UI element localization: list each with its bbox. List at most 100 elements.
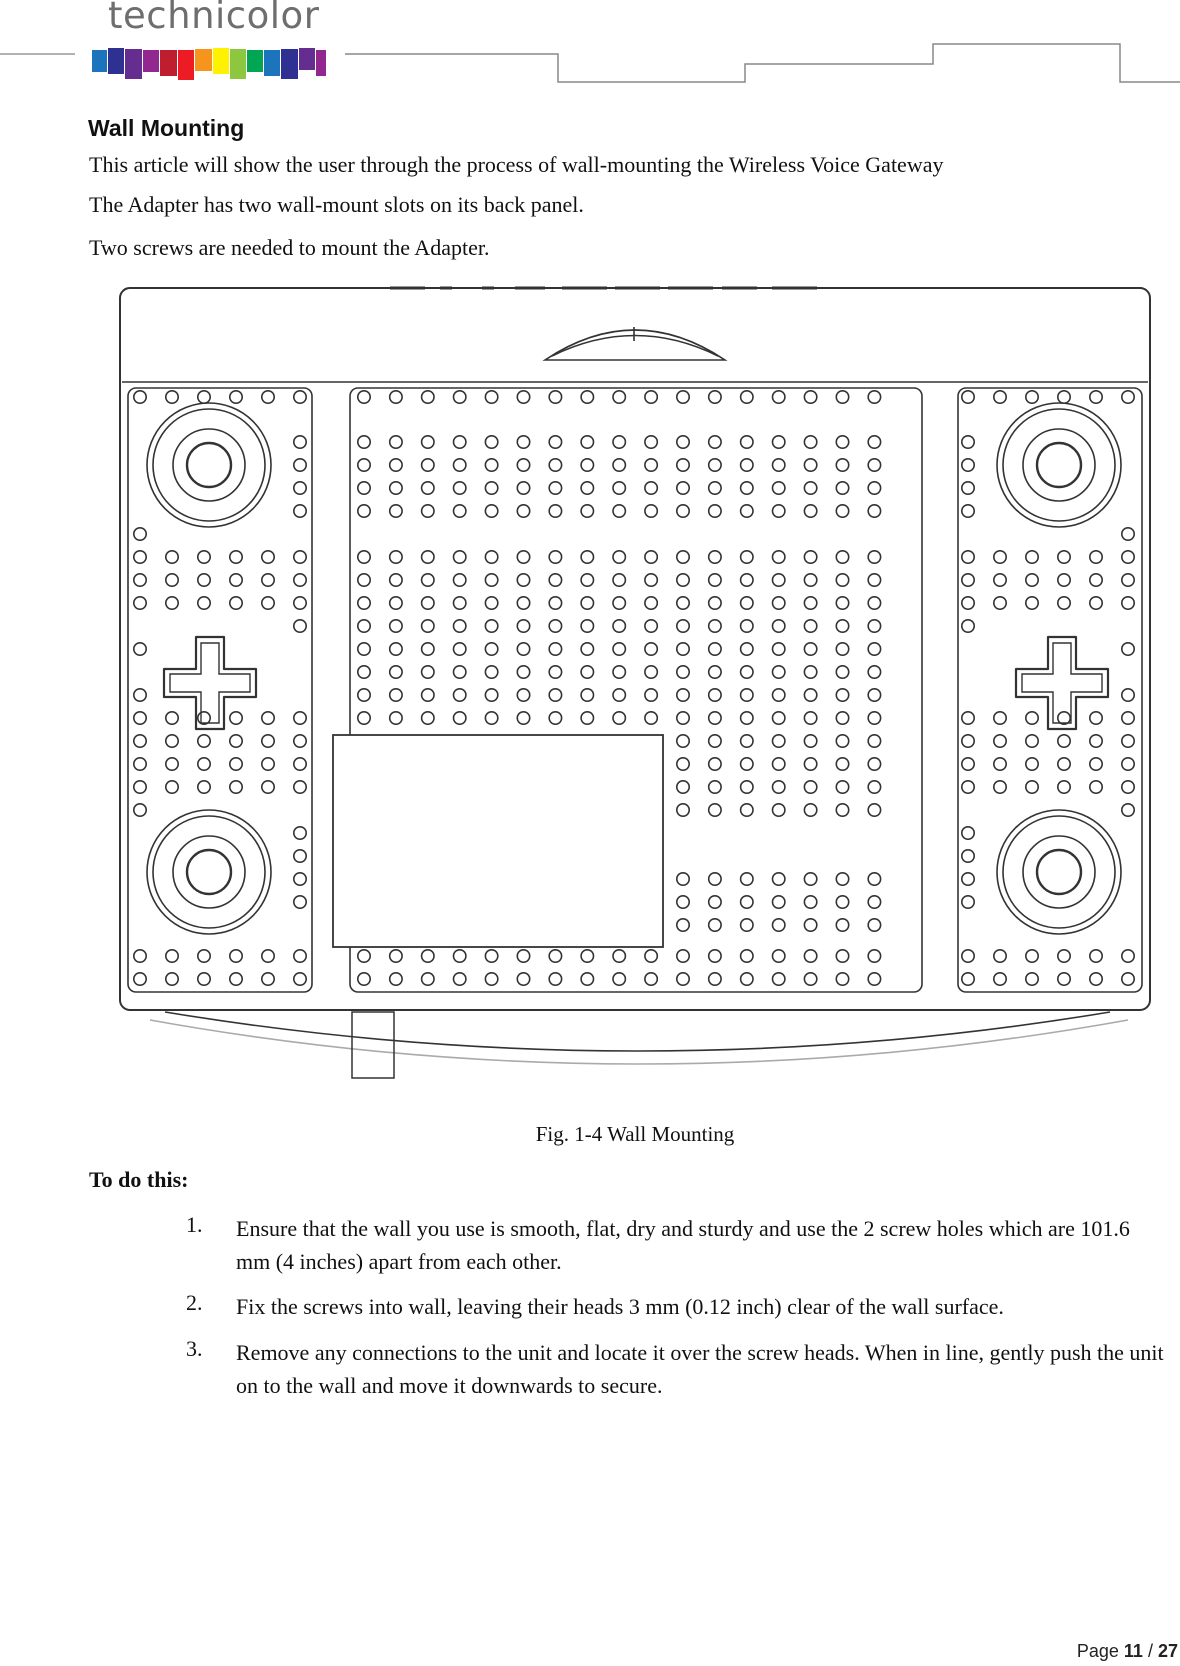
vent-hole [580, 434, 595, 449]
vent-hole [771, 503, 786, 518]
vent-hole [992, 595, 1007, 610]
vent-hole [1121, 641, 1136, 656]
vent-hole [165, 595, 180, 610]
vent-hole [867, 480, 882, 495]
vent-hole [292, 971, 307, 986]
vent-hole [356, 664, 371, 679]
vent-hole [420, 948, 435, 963]
vent-hole [197, 389, 212, 404]
technicolor-logo-mark [92, 48, 326, 80]
vent-hole [229, 572, 244, 587]
vent-hole [292, 389, 307, 404]
vent-hole [452, 480, 467, 495]
vent-hole [960, 457, 975, 472]
vent-hole [516, 710, 531, 725]
vent-hole [484, 595, 499, 610]
vent-hole [739, 871, 754, 886]
vent-hole [644, 948, 659, 963]
vent-hole [484, 549, 499, 564]
vent-hole [835, 389, 850, 404]
vent-hole [197, 756, 212, 771]
vent-hole [292, 549, 307, 564]
vent-hole [133, 756, 148, 771]
vent-hole [612, 457, 627, 472]
vent-hole [771, 733, 786, 748]
vent-hole [960, 503, 975, 518]
vent-hole [484, 434, 499, 449]
vent-hole [675, 480, 690, 495]
vent-hole [1057, 710, 1072, 725]
vent-hole [992, 572, 1007, 587]
vent-hole [452, 641, 467, 656]
vent-hole [580, 503, 595, 518]
vent-hole [992, 779, 1007, 794]
vent-hole [197, 733, 212, 748]
vent-hole [803, 779, 818, 794]
vent-hole [260, 948, 275, 963]
vent-hole [707, 503, 722, 518]
vent-hole [229, 595, 244, 610]
vent-hole [388, 618, 403, 633]
vent-hole [1057, 595, 1072, 610]
vent-hole [771, 948, 786, 963]
vent-hole [960, 871, 975, 886]
vent-hole [133, 526, 148, 541]
vent-hole [803, 733, 818, 748]
vent-hole [960, 389, 975, 404]
vent-hole [612, 971, 627, 986]
wall-mount-slot [1014, 635, 1110, 731]
vent-hole [644, 641, 659, 656]
vent-hole [739, 618, 754, 633]
vent-hole [675, 664, 690, 679]
vent-hole [388, 641, 403, 656]
vent-hole [960, 779, 975, 794]
vent-hole [229, 733, 244, 748]
vent-hole [197, 710, 212, 725]
vent-hole [133, 779, 148, 794]
vent-hole [707, 710, 722, 725]
vent-hole [420, 457, 435, 472]
vent-hole [484, 971, 499, 986]
vent-hole [1025, 572, 1040, 587]
vent-hole [197, 572, 212, 587]
vent-hole [867, 894, 882, 909]
vent-hole [612, 710, 627, 725]
vent-hole [867, 802, 882, 817]
vent-hole [165, 572, 180, 587]
vent-hole [548, 948, 563, 963]
vent-hole [644, 549, 659, 564]
vent-hole [452, 971, 467, 986]
vent-hole [1089, 595, 1104, 610]
vent-hole [739, 948, 754, 963]
vent-hole [229, 756, 244, 771]
vent-hole [867, 971, 882, 986]
vent-hole [835, 779, 850, 794]
vent-hole [803, 389, 818, 404]
vent-hole [867, 503, 882, 518]
vent-hole [165, 971, 180, 986]
vent-hole [707, 871, 722, 886]
vent-hole [580, 641, 595, 656]
vent-hole [739, 802, 754, 817]
vent-hole [292, 595, 307, 610]
vent-hole [1121, 779, 1136, 794]
vent-hole [803, 871, 818, 886]
vent-hole [771, 871, 786, 886]
vent-hole [356, 948, 371, 963]
vent-hole [1121, 733, 1136, 748]
vent-hole [292, 825, 307, 840]
vent-hole [612, 480, 627, 495]
vent-hole [548, 664, 563, 679]
vent-hole [229, 389, 244, 404]
vent-hole [771, 457, 786, 472]
vent-hole [707, 641, 722, 656]
vent-hole [867, 871, 882, 886]
vent-hole [835, 641, 850, 656]
vent-hole [644, 480, 659, 495]
vent-hole [771, 894, 786, 909]
vent-hole [960, 572, 975, 587]
vent-hole [1057, 756, 1072, 771]
vent-hole [452, 389, 467, 404]
intro-paragraph-2: The Adapter has two wall-mount slots on … [89, 192, 584, 217]
logo-color-block [316, 50, 326, 76]
